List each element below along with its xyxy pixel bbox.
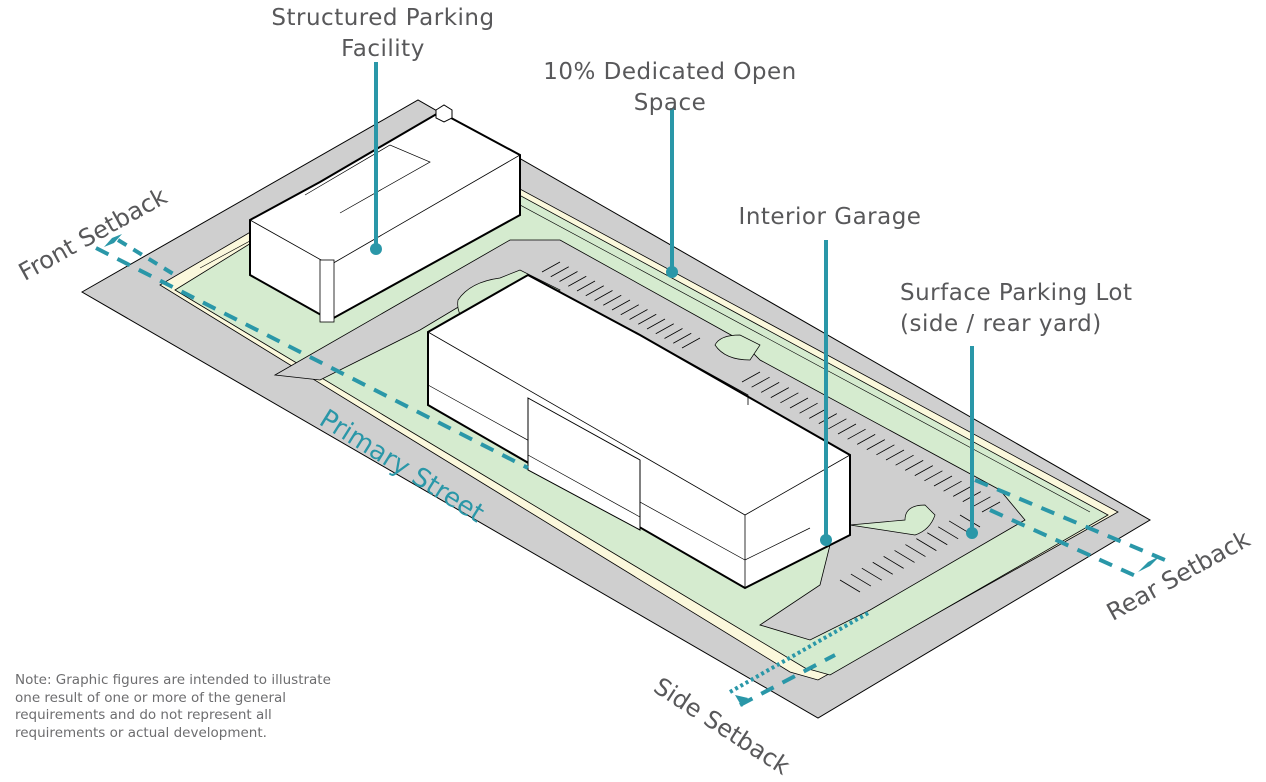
disclaimer-note: Note: Graphic figures are intended to il… [15, 672, 331, 741]
parking-stall-line [646, 318, 666, 330]
parking-stall-line [905, 544, 926, 557]
parking-stall-line [837, 423, 857, 435]
parking-stall-line [924, 470, 943, 482]
callout-line: Facility [341, 36, 425, 62]
parking-stall-line [770, 387, 789, 398]
leader-dots [370, 243, 978, 546]
parking-stall-line [638, 313, 657, 325]
parking-stall-line [847, 428, 866, 440]
parking-stall-line [894, 550, 915, 563]
parking-stall-line [883, 556, 904, 569]
parking-stall-line [828, 418, 847, 430]
leader-lines [374, 62, 974, 540]
callout-line: Structured Parking [271, 5, 495, 31]
parking-stall-line [943, 480, 962, 492]
parking-stall-line [914, 465, 933, 476]
parking-stalls [541, 261, 1001, 593]
parking-stall-line [594, 290, 613, 301]
rear-setback-line [974, 478, 1166, 562]
parking-stall-line [933, 475, 953, 487]
callout-interior-garage: Interior Garage [720, 202, 940, 233]
parking-stall-line [620, 304, 639, 316]
parking-stall-line [568, 275, 587, 287]
parking-stall-line [799, 402, 818, 414]
parking-stall-line [857, 434, 876, 445]
structured-parking-building [249, 104, 521, 323]
parking-stall-line [850, 573, 872, 587]
parking-stall-line [541, 261, 561, 273]
parking-stall-line [603, 294, 622, 306]
parking-stall-line [611, 299, 631, 311]
parking-stall-line [866, 439, 885, 450]
callout-surface-lot: Surface Parking Lot (side / rear yard) [900, 278, 1133, 340]
parking-stall-line [673, 332, 692, 344]
parking-stall-line [937, 526, 959, 540]
callout-open-space: 10% Dedicated Open Space [520, 57, 820, 119]
side-setback-arrow-icon [735, 695, 748, 707]
parking-stall-line [585, 285, 604, 297]
front-setback-arrow-icon [104, 234, 122, 247]
callout-line: Surface Parking Lot [900, 280, 1133, 306]
main-building [427, 273, 851, 590]
structured-parking-dot-icon [370, 243, 382, 255]
parking-stall-line [629, 309, 648, 320]
parking-stall-line [916, 538, 937, 551]
parking-stall-line [761, 382, 780, 393]
setback-arrows [104, 234, 1160, 707]
parking-stall-line [741, 371, 761, 383]
rear-setback-arrow-icon [1138, 556, 1160, 572]
interior-garage-dot-icon [820, 534, 832, 546]
callout-line: Interior Garage [738, 204, 922, 230]
parking-stall-line [905, 460, 924, 471]
parking-stall-line [981, 501, 1001, 513]
callout-structured-parking: Structured Parking Facility [258, 3, 508, 65]
parking-stall-line [839, 579, 861, 593]
parking-stall-line [664, 328, 683, 339]
parking-stall-line [751, 376, 770, 388]
parking-stall-line [576, 280, 596, 292]
setback-lines [95, 238, 1166, 707]
parking-stall-line [559, 271, 578, 282]
parking-stall-line [550, 266, 569, 278]
surface-lot-dot-icon [966, 527, 978, 539]
front-setback-line [95, 246, 529, 470]
callout-line: 10% Dedicated Open [543, 59, 797, 85]
parking-island [849, 504, 936, 536]
parking-stall-line [885, 449, 905, 461]
open-space-dot-icon [666, 266, 678, 278]
parking-stall-line [861, 567, 883, 581]
parking-island [714, 334, 761, 361]
parking-stall-line [872, 561, 893, 575]
parking-stall-line [655, 323, 674, 335]
parking-stall-line [953, 486, 972, 497]
parking-stall-line [876, 444, 895, 456]
parking-stall-line [927, 532, 948, 546]
parking-stall-line [895, 454, 914, 466]
side-setback-dotted [729, 610, 871, 694]
parking-stall-line [948, 520, 970, 534]
callout-line: (side / rear yard) [900, 311, 1102, 337]
parking-stall-line [789, 397, 809, 409]
callout-line: Space [633, 90, 707, 116]
parking-stall-line [972, 496, 991, 508]
parking-stall-line [681, 337, 701, 349]
parking-stall-line [780, 392, 799, 404]
side-setback-line [739, 653, 836, 707]
